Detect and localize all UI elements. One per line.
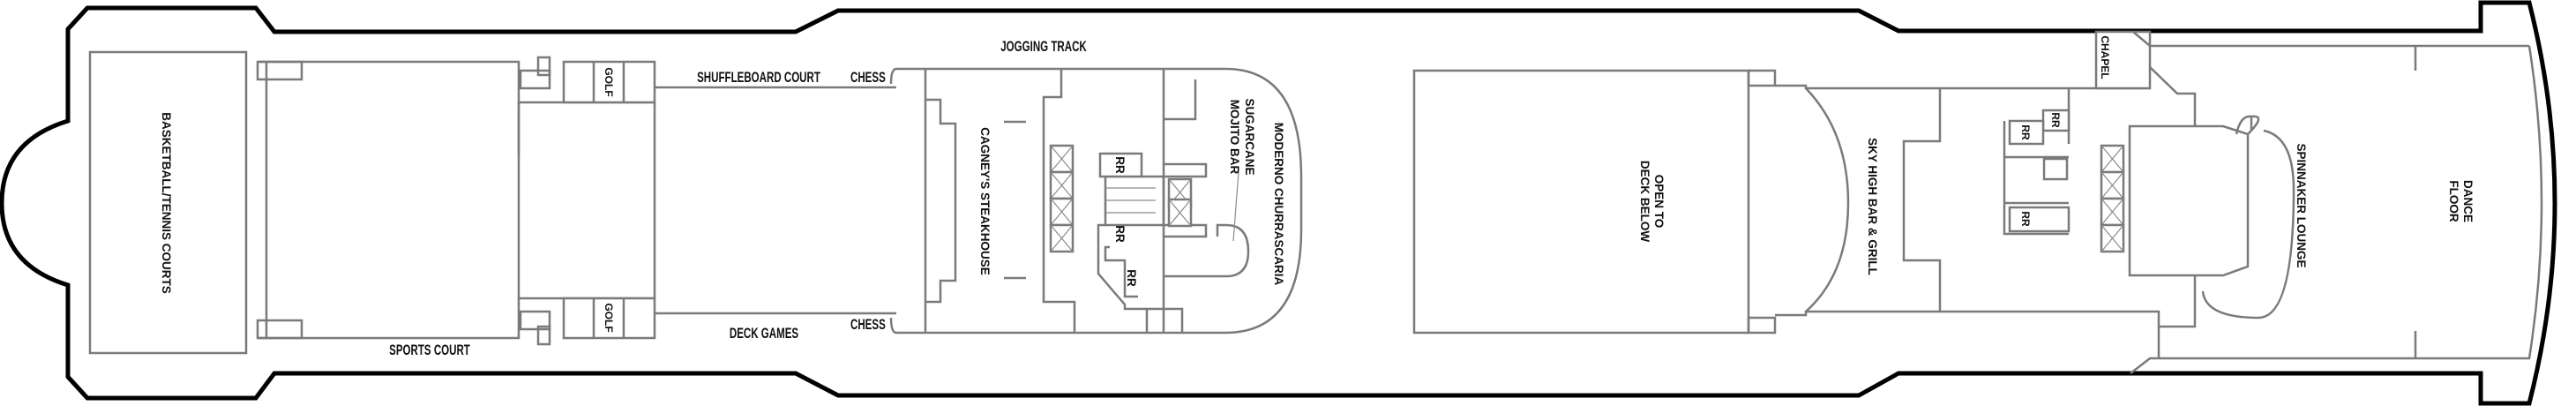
elevator-icon <box>1049 170 1075 200</box>
restroom-label: RR <box>1113 225 1127 243</box>
sports-court-label: SPORTS COURT <box>389 342 470 359</box>
stairs-icon <box>519 69 551 90</box>
elevator-icon <box>2100 223 2125 253</box>
cagneys-steakhouse-label[interactable]: CAGNEY'S STEAKHOUSE <box>978 127 992 274</box>
shuffleboard-court-label: SHUFFLEBOARD COURT <box>697 70 820 86</box>
dance-floor-label-2: FLOOR <box>2447 180 2460 222</box>
elevator-icon <box>2100 170 2125 200</box>
deck-games-label: DECK GAMES <box>730 326 798 342</box>
stairs-icon <box>2042 157 2069 181</box>
restroom-label: RR <box>2019 124 2032 140</box>
stairs-icon <box>519 310 551 331</box>
dance-floor-label: DANCE <box>2461 180 2475 222</box>
open-to-deck-below-label: OPEN TO <box>1652 175 1666 229</box>
restroom-label: RR <box>1113 156 1127 174</box>
moderno-churrascaria-label[interactable]: MODERNO CHURRASCARIA <box>1272 123 1285 286</box>
golf-label: GOLF <box>603 67 615 96</box>
stairs-icon <box>536 56 551 77</box>
chapel[interactable] <box>2094 30 2152 90</box>
basketball-courts-label: BASKETBALL/TENNIS COURTS <box>160 112 173 294</box>
stairs-icon <box>1747 69 1777 87</box>
jogging-track-label: JOGGING TRACK <box>1000 39 1087 56</box>
stairs-icon <box>536 325 551 346</box>
sky-high-bar-grill-label[interactable]: SKY HIGH BAR & GRILL <box>1866 138 1879 275</box>
sugarcane-mojito-bar-label-2[interactable]: MOJITO BAR <box>1228 100 1241 175</box>
chess-label-top: CHESS <box>850 70 886 86</box>
basketball-tennis-court[interactable] <box>88 50 248 355</box>
restroom-label: RR <box>2049 112 2062 128</box>
golf-bottom[interactable]: GOLF <box>562 297 656 340</box>
elevator-icon <box>1049 223 1075 253</box>
stairs-icon <box>256 319 303 340</box>
sugarcane-mojito-bar-label[interactable]: SUGARCANE <box>1243 98 1256 175</box>
spinnaker-lounge-label[interactable]: SPINNAKER LOUNGE <box>2295 143 2308 267</box>
chess-label-bottom: CHESS <box>850 317 886 334</box>
golf-top[interactable]: GOLF <box>562 60 656 104</box>
open-to-deck-below-area <box>1412 69 1750 335</box>
golf-label: GOLF <box>603 303 615 332</box>
stairs-icon <box>256 60 303 81</box>
open-to-deck-below-label-2: DECK BELOW <box>1638 161 1651 243</box>
stairs-icon <box>1747 316 1777 335</box>
elevator-icon <box>1049 197 1075 227</box>
spinnaker-lounge-area <box>2100 31 2543 374</box>
elevator-icon <box>1049 144 1075 174</box>
restroom-label: RR <box>2019 211 2032 227</box>
restroom-label: RR <box>1125 269 1138 287</box>
elevator-icon <box>2100 144 2125 174</box>
elevator-icon <box>1167 198 1193 228</box>
elevator-icon <box>2100 197 2125 227</box>
chapel-label: CHAPEL <box>2099 35 2111 79</box>
